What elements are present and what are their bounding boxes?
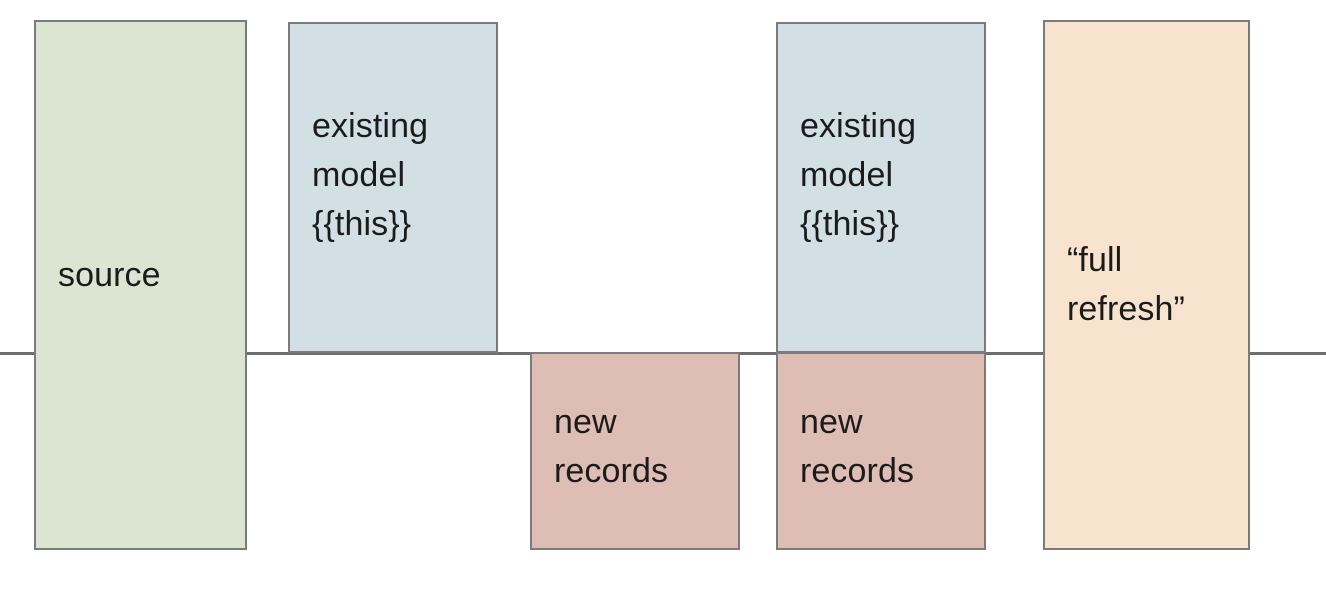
node-full-refresh-label: “full refresh” xyxy=(1067,241,1185,328)
node-existing-model-1[interactable]: existing model {{this}} xyxy=(288,22,498,353)
node-new-records-1[interactable]: new records xyxy=(530,352,740,550)
node-new-records-1-label: new records xyxy=(554,403,669,490)
node-new-records-2[interactable]: new records xyxy=(776,352,986,550)
node-source[interactable]: source xyxy=(34,20,247,550)
node-existing-model-1-label: existing model {{this}} xyxy=(312,107,429,243)
node-existing-model-2-label: existing model {{this}} xyxy=(800,107,917,243)
node-existing-model-2[interactable]: existing model {{this}} xyxy=(776,22,986,353)
node-new-records-2-label: new records xyxy=(800,403,915,490)
node-full-refresh[interactable]: “full refresh” xyxy=(1043,20,1250,550)
node-source-label: source xyxy=(58,255,161,294)
